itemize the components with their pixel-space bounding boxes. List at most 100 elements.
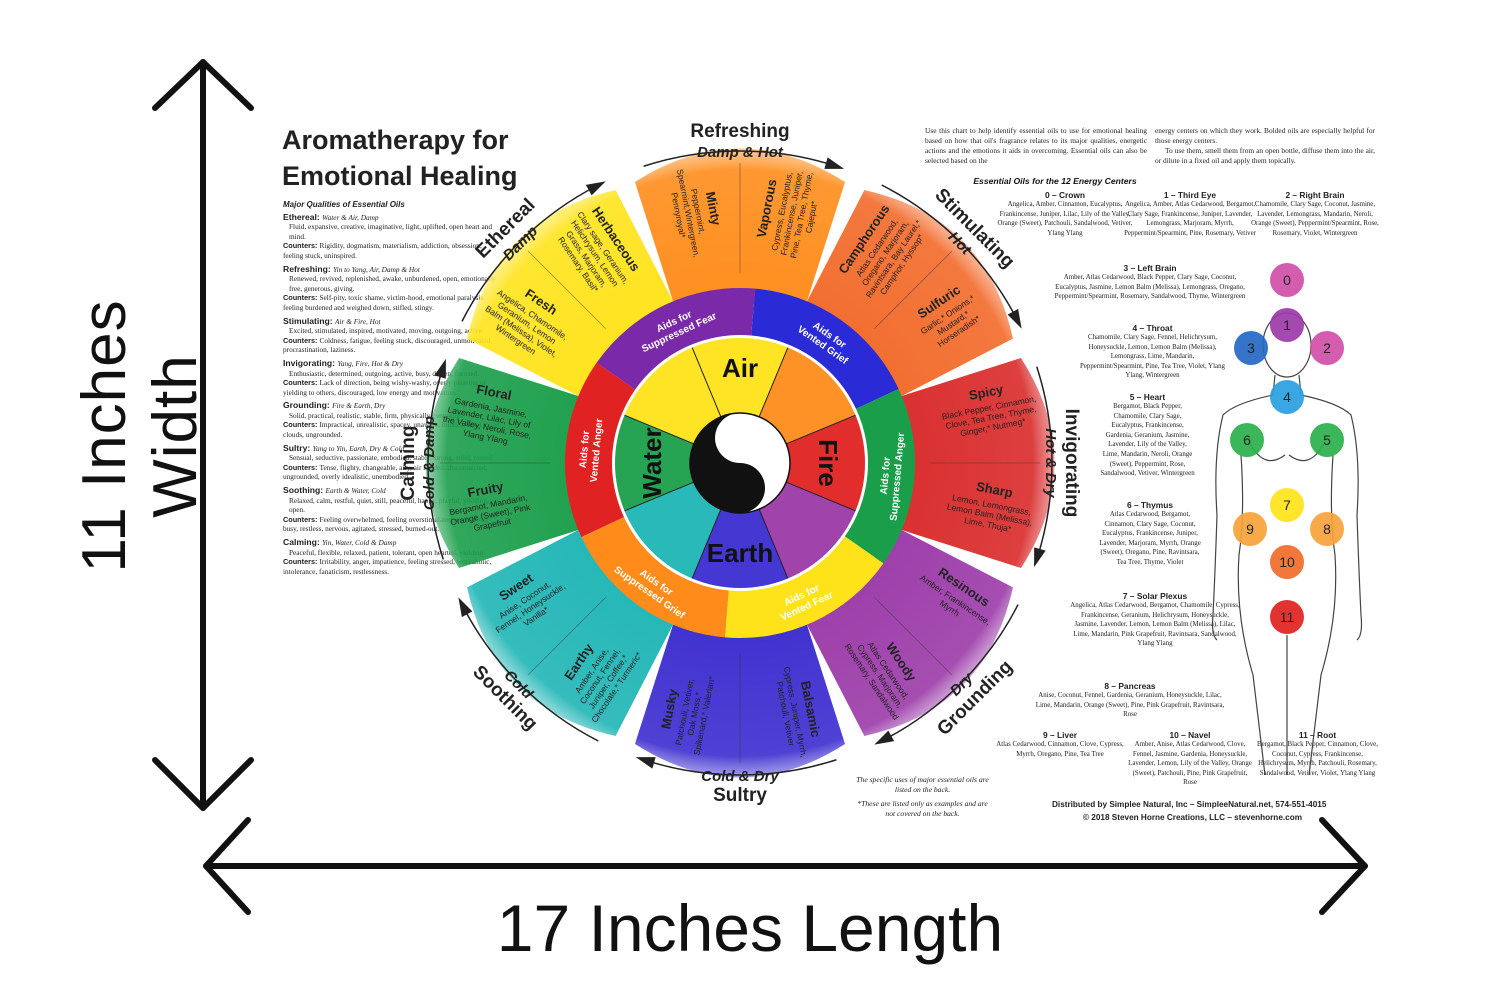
energy-center-head: 10 – Navel <box>1169 730 1211 740</box>
energy-center-oils: Atlas Cedarwood, Bergamot, Cinnamon, Cla… <box>1099 511 1201 566</box>
energy-center-oils: Angelica, Atlas Cedarwood, Bergamot, Cha… <box>1070 602 1240 648</box>
arrow-head <box>1007 308 1022 329</box>
chakra-number: 10 <box>1279 554 1295 570</box>
element-slice-4 <box>692 463 788 588</box>
intro-right: energy centers on which they work. Bolde… <box>1155 126 1375 165</box>
quality-counters: Counters: Self-pity, toxic shame, victim… <box>283 293 485 312</box>
chakra-11 <box>1270 600 1304 634</box>
quality-sub: Fire & Earth, Dry <box>332 401 386 411</box>
arrow-arc <box>1036 366 1053 560</box>
petal-name: Sharp <box>975 479 1014 501</box>
element-label-0: Air <box>722 353 758 383</box>
chakra-number: 11 <box>1280 609 1295 625</box>
arrow-arc <box>881 604 1019 742</box>
quality-desc: Relaxed, calm, restful, quiet, still, pe… <box>289 495 489 515</box>
energy-center-head: 7 – Solar Plexus <box>1122 591 1188 601</box>
quality-name: Soothing: <box>283 485 326 496</box>
quality-name: Refreshing <box>690 121 789 142</box>
energy-center-oils: Angelica, Amber, Cinnamon, Eucalyptus, F… <box>997 201 1133 237</box>
chakra-number: 7 <box>1283 497 1291 513</box>
chakra-number: 8 <box>1323 521 1331 537</box>
energy-center-head: 0 – Crown <box>1044 190 1086 200</box>
chakra-1 <box>1270 308 1304 342</box>
energy-center-head: 11 – Root <box>1298 730 1337 740</box>
chakra-5 <box>1310 423 1344 457</box>
chakra-2 <box>1310 331 1344 365</box>
quality-1: Refreshing: Yin to Yang, Air, Damp & Hot… <box>283 264 503 313</box>
ring-segment-2 <box>724 536 884 638</box>
quality-sub: Yin to Yang, Air, Damp & Hot <box>333 264 420 274</box>
energy-center-head: 1 – Third Eye <box>1163 190 1217 200</box>
petal-name: Fruity <box>466 479 505 501</box>
quality-name: Ethereal: <box>283 211 323 222</box>
chakra-number: 0 <box>1283 272 1291 288</box>
chakra-8 <box>1310 512 1344 546</box>
chakra-9 <box>1233 512 1267 546</box>
chakra-4 <box>1270 380 1304 414</box>
arrow-head <box>874 730 895 745</box>
quality-sub: Yang to Yin, Earth, Dry & Cold <box>312 443 405 453</box>
quality-desc: Sensual, seductive, passionate, embodied… <box>289 453 494 463</box>
quality-desc: Renewed, revived, replenished, awake, un… <box>289 274 496 293</box>
chakra-number: 5 <box>1323 432 1331 448</box>
quality-counters: Counters: Impractical, unrealistic, spac… <box>283 420 500 440</box>
quality-desc: Excited, stimulated, inspired, motivated… <box>289 326 484 336</box>
quality-counters: Counters: Irritability, anger, impatienc… <box>283 557 492 576</box>
arrow-arc <box>461 604 599 742</box>
arrow-head <box>585 181 606 196</box>
petal-divider <box>874 250 953 329</box>
quality-sub: Yang, Fire, Hot & Dry <box>337 358 403 368</box>
energy-center-head: 6 – Thymus <box>1126 500 1174 510</box>
element-slice-6 <box>615 415 740 511</box>
energy-center-oils: Chamomile, Clary Sage, Coconut, Jasmine,… <box>1251 201 1379 237</box>
ring-segment-5 <box>596 288 756 390</box>
quality-name: Invigorating <box>1061 409 1082 518</box>
energy-center-head: 3 – Left Brain <box>1123 263 1177 273</box>
aroma-wheel: MintyPeppermint,Spearmint,Wintergreen,Pe… <box>398 121 1082 806</box>
quality-desc: Peaceful, flexible, relaxed, patient, to… <box>289 547 486 557</box>
quality-desc: Fluid, expansive, creative, imaginative,… <box>289 222 493 241</box>
ring-label-line1: Aids for <box>578 430 592 469</box>
energy-center-oils: Anise, Coconut, Fennel, Gardenia, Gerani… <box>1035 692 1225 719</box>
yin-yang-icon <box>689 412 791 514</box>
length-label: 17 Inches Length <box>496 891 1004 965</box>
quality-name: Stimulating: <box>283 315 336 326</box>
quality-desc: Enthusiastic, determined, outgoing, acti… <box>289 368 480 378</box>
intro-left: Use this chart to help identify essentia… <box>925 126 1147 165</box>
ring-segment-1 <box>844 389 915 564</box>
petal-name: Minty <box>703 190 724 227</box>
energy-center-head: 8 – Pancreas <box>1104 681 1156 691</box>
arrow-head <box>434 358 446 379</box>
major-qualities-heading: Major Qualities of Essential Oils <box>283 200 405 209</box>
quality-sub: Cold & Damp <box>421 416 438 510</box>
chakra-number: 9 <box>1246 521 1254 537</box>
element-label-2: Earth <box>707 538 773 568</box>
quality-name: Invigorating: <box>283 357 338 368</box>
arrow-head <box>635 757 656 769</box>
quality-sub: Water & Air, Damp <box>322 212 379 222</box>
quality-sub: Damp & Hot <box>697 144 784 161</box>
chakra-6 <box>1230 423 1264 457</box>
quality-counters: Counters: Coldness, fatigue, feeling stu… <box>283 335 493 355</box>
chakra-10 <box>1270 545 1304 579</box>
chakra-number: 4 <box>1283 389 1291 405</box>
chakra-number: 1 <box>1283 317 1291 333</box>
arrow-arc <box>881 184 1019 322</box>
energy-center-head: 4 – Throat <box>1132 323 1173 333</box>
chakra-number: 3 <box>1247 340 1255 356</box>
poster-title: Aromatherapy for Emotional Healing <box>282 125 518 191</box>
width-label: 11 Inches Width <box>70 299 210 573</box>
